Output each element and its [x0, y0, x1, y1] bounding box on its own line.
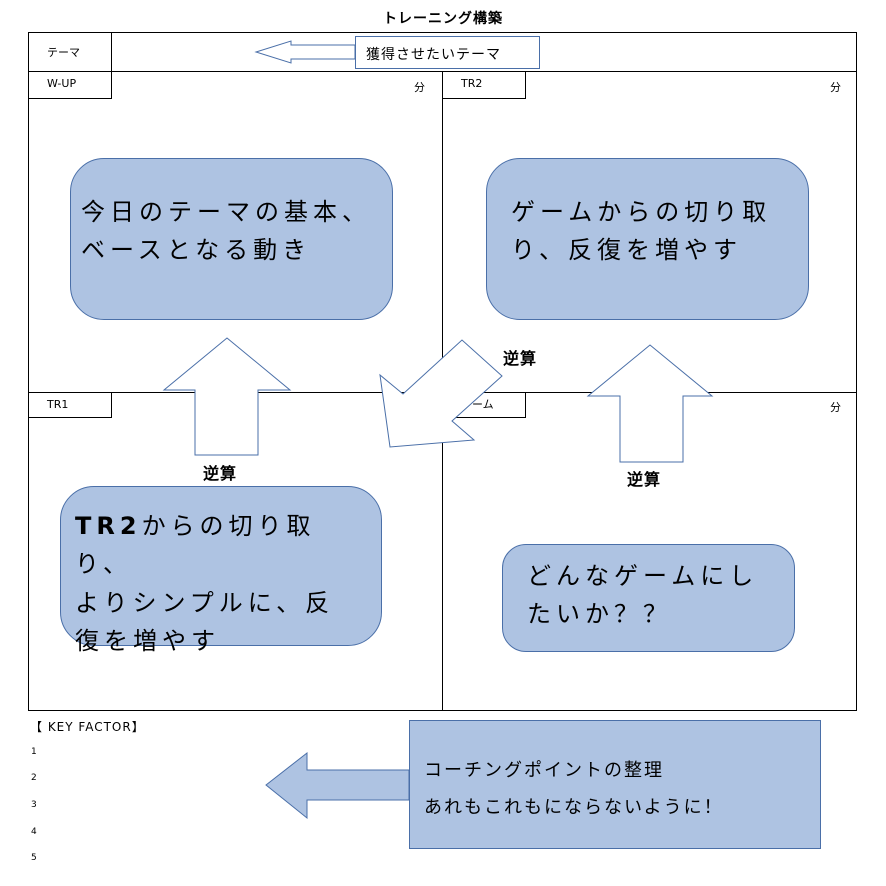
- wup-minutes-unit: 分: [414, 81, 425, 94]
- tr2-description: ゲームからの切り取 り、反復を増やす: [511, 198, 772, 265]
- theme-label: テーマ: [28, 32, 112, 72]
- reverse-calc-label-center: 逆算: [503, 349, 538, 368]
- coaching-note-box: コーチングポイントの整理 あれもこれもにならないように！: [409, 720, 821, 849]
- wup-description: 今日のテーマの基本、 ベースとなる動き: [81, 198, 371, 265]
- tr2-label: TR2: [442, 71, 526, 99]
- up-arrow-right-icon: [586, 344, 714, 463]
- tr1-description: TR2からの切り取り、 よりシンプルに、反 復を増やす: [75, 507, 371, 661]
- tr1-description-rest: からの切り取り、 よりシンプルに、反 復を増やす: [75, 512, 335, 656]
- coaching-note-line1: コーチングポイントの整理: [424, 760, 664, 781]
- theme-hint-box: 獲得させたいテーマ: [355, 36, 540, 69]
- game-description: どんなゲームにし たいか？？: [527, 562, 759, 629]
- game-description-bubble: どんなゲームにし たいか？？: [502, 544, 795, 652]
- theme-hint-arrow-icon: [254, 40, 356, 64]
- wup-label: W-UP: [28, 71, 112, 99]
- tr1-label: TR1: [28, 392, 112, 418]
- tr2-description-bubble: ゲームからの切り取 り、反復を増やす: [486, 158, 809, 320]
- tr2-minutes-unit: 分: [830, 81, 841, 94]
- key-factor-number-1: 1: [31, 747, 37, 757]
- page-title: トレーニング構築: [383, 11, 503, 27]
- tr1-description-bubble: TR2からの切り取り、 よりシンプルに、反 復を増やす: [60, 486, 382, 655]
- up-arrow-left-icon: [162, 337, 292, 456]
- key-factor-number-3: 3: [31, 800, 37, 810]
- reverse-calc-label-left: 逆算: [203, 464, 238, 483]
- key-factor-number-2: 2: [31, 773, 37, 783]
- diagonal-arrow-icon: [379, 339, 503, 448]
- tr1-description-bold: TR2: [75, 512, 142, 540]
- key-factor-number-5: 5: [31, 853, 37, 863]
- wup-description-bubble: 今日のテーマの基本、 ベースとなる動き: [70, 158, 393, 320]
- reverse-calc-label-right: 逆算: [627, 470, 662, 489]
- key-factor-arrow-icon: [265, 751, 410, 820]
- coaching-note-line2: あれもこれもにならないように！: [424, 797, 724, 818]
- game-minutes-unit: 分: [830, 401, 841, 414]
- key-factor-heading: 【 KEY FACTOR】: [30, 720, 145, 734]
- key-factor-number-4: 4: [31, 827, 37, 837]
